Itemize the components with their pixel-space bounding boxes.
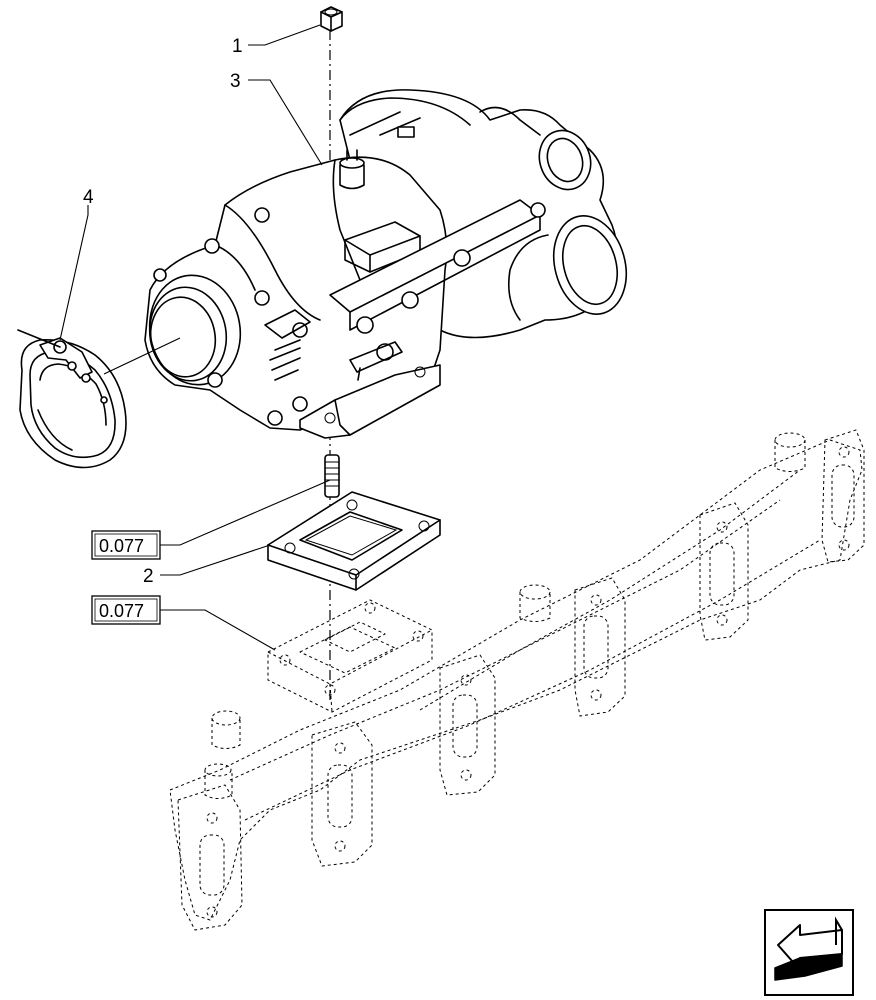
exhaust-manifold bbox=[169, 429, 865, 931]
turbocharger-part bbox=[144, 89, 627, 439]
gasket-part bbox=[267, 491, 441, 591]
reference-box-gasket: 0.077 bbox=[91, 530, 161, 560]
callout-1: 1 bbox=[232, 36, 243, 57]
manifold-turbo-flange bbox=[267, 599, 433, 713]
manifold-port-flanges bbox=[177, 429, 865, 931]
manifold-bosses bbox=[204, 432, 806, 799]
callout-2: 2 bbox=[143, 566, 154, 587]
reference-label-gasket: 0.077 bbox=[99, 536, 144, 556]
clamp-part bbox=[17, 329, 127, 469]
callout-4: 4 bbox=[83, 187, 94, 208]
nut-part bbox=[320, 6, 343, 32]
stud-part bbox=[324, 454, 340, 498]
leader-lines bbox=[59, 24, 331, 651]
callout-3: 3 bbox=[230, 71, 241, 92]
arrow-icon[interactable] bbox=[764, 909, 854, 996]
reference-box-manifold: 0.077 bbox=[91, 595, 161, 625]
reference-label-manifold: 0.077 bbox=[99, 601, 144, 621]
